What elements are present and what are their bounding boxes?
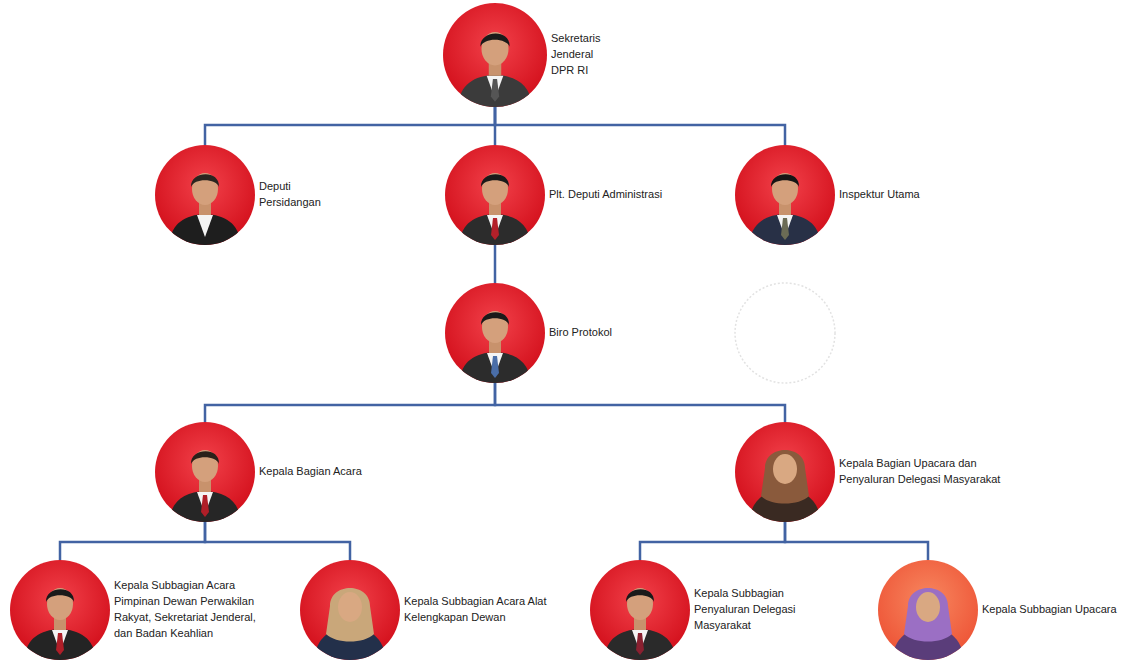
portrait-node: Kepala Subbagian Upacara	[878, 560, 978, 660]
portrait-circle	[735, 145, 835, 245]
portrait-node: Inspektur Utama	[735, 145, 835, 245]
portrait-node: Kepala Subbagian Penyaluran Delegasi Mas…	[590, 560, 690, 660]
position-title: Kepala Subbagian Upacara	[982, 602, 1082, 618]
org-connector	[785, 522, 928, 560]
position-title: Inspektur Utama	[839, 187, 939, 203]
portrait-circle	[878, 560, 978, 660]
portrait-circle	[445, 283, 545, 383]
org-connector	[495, 107, 785, 145]
org-connector	[205, 107, 495, 145]
edge-group	[60, 107, 928, 560]
org-connector	[205, 522, 350, 560]
org-connector	[205, 383, 495, 422]
portrait-node: Plt. Deputi Administrasi	[445, 145, 545, 245]
org-connector	[494, 245, 497, 283]
position-title: Sekretaris Jenderal DPR RI	[551, 31, 613, 79]
portrait-node: Sekretaris Jenderal DPR RI	[443, 3, 547, 107]
portrait-node: Deputi Persidangan	[155, 145, 255, 245]
position-title: Kepala Subbagian Acara Pimpinan Dewan Pe…	[114, 578, 256, 642]
position-title: Biro Protokol	[549, 325, 649, 341]
portrait-node: Kepala Bagian Acara	[155, 422, 255, 522]
position-title: Kepala Subbagian Penyaluran Delegasi Mas…	[694, 586, 812, 634]
portrait-circle	[155, 145, 255, 245]
position-title: Kepala Subbagian Acara Alat Kelengkapan …	[404, 594, 549, 626]
portrait-circle	[300, 560, 400, 660]
org-connector	[640, 522, 785, 560]
portrait-node: Kepala Subbagian Acara Alat Kelengkapan …	[300, 560, 400, 660]
position-title: Kepala Bagian Upacara dan Penyaluran Del…	[839, 456, 1017, 488]
org-connector	[495, 383, 785, 422]
portrait-node: Kepala Bagian Upacara dan Penyaluran Del…	[735, 422, 835, 522]
portrait-circle	[735, 422, 835, 522]
position-title: Deputi Persidangan	[259, 179, 339, 211]
portrait-node: Biro Protokol	[445, 283, 545, 383]
position-title: Kepala Bagian Acara	[259, 464, 359, 480]
portrait-circle	[443, 3, 547, 107]
portrait-node: Kepala Subbagian Acara Pimpinan Dewan Pe…	[10, 560, 110, 660]
org-connector	[60, 522, 205, 560]
empty-placeholder-circle	[735, 283, 835, 383]
position-title: Plt. Deputi Administrasi	[549, 187, 649, 203]
portrait-circle	[445, 145, 545, 245]
portrait-circle	[155, 422, 255, 522]
portrait-circle	[10, 560, 110, 660]
portrait-circle	[590, 560, 690, 660]
